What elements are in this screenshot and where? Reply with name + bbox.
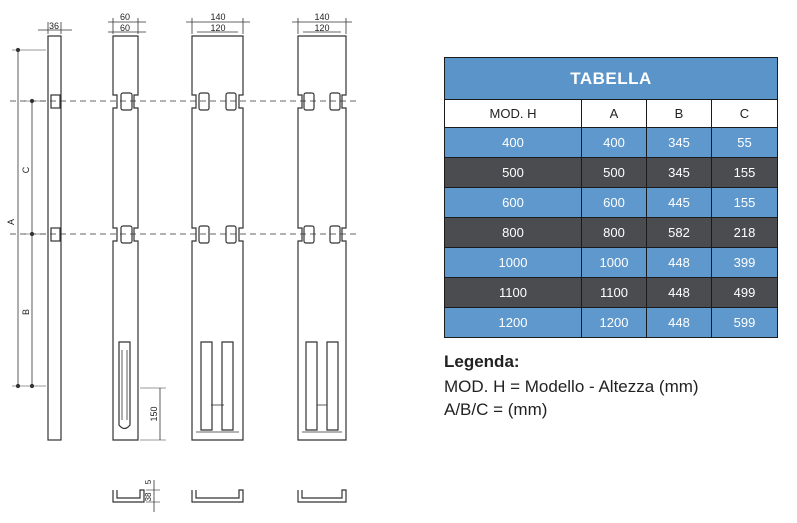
dim-section-small: 5	[144, 479, 153, 484]
front3-body	[297, 35, 347, 441]
cell-c: 218	[711, 217, 778, 248]
cell-b: 582	[646, 217, 712, 248]
dim-section-height: 38	[144, 492, 153, 501]
section-2	[191, 489, 244, 503]
cell-c: 55	[711, 127, 778, 158]
table-row: 600 600 445 155	[444, 187, 778, 218]
cell-b: 445	[646, 187, 712, 218]
cell-mod-h: 1200	[444, 307, 582, 338]
cell-mod-h: 800	[444, 217, 582, 248]
cell-a: 1000	[581, 247, 647, 278]
cell-mod-h: 500	[444, 157, 582, 188]
table-row: 800 800 582 218	[444, 217, 778, 248]
side-view-body	[47, 35, 62, 441]
front1-foot	[118, 341, 131, 430]
cell-a: 1100	[581, 277, 647, 308]
legend-line-model: MOD. H = Modello - Altezza (mm)	[444, 377, 699, 396]
dim-front3-top: 140	[314, 12, 329, 22]
cell-b: 345	[646, 127, 712, 158]
section-1	[112, 489, 145, 503]
dim-b-label: B	[21, 309, 31, 315]
spec-table-container: TABELLA MOD. H A B C 400 400 345 55 500 …	[444, 57, 778, 338]
table-header-row: MOD. H A B C	[444, 99, 778, 128]
table-row: 1100 1100 448 499	[444, 277, 778, 308]
table-title: TABELLA	[444, 57, 778, 100]
cell-c: 155	[711, 187, 778, 218]
cell-b: 448	[646, 247, 712, 278]
legend-title: Legenda:	[444, 352, 520, 371]
cell-b: 345	[646, 157, 712, 188]
table-row: 400 400 345 55	[444, 127, 778, 158]
dim-150-label: 150	[149, 406, 159, 421]
header-b: B	[646, 99, 712, 128]
front1-body	[112, 35, 139, 441]
cell-c: 155	[711, 157, 778, 188]
section-views	[112, 480, 347, 512]
cell-b: 448	[646, 277, 712, 308]
legend-line-units: A/B/C = (mm)	[444, 400, 548, 419]
dim-front1-top: 60	[120, 12, 130, 22]
dim-side-top: 36	[49, 21, 59, 31]
legend: Legenda: MOD. H = Modello - Altezza (mm)…	[444, 352, 699, 421]
cell-a: 1200	[581, 307, 647, 338]
side-slot-lower	[50, 227, 61, 242]
cell-b: 448	[646, 307, 712, 338]
cell-a: 400	[581, 127, 647, 158]
cell-mod-h: 600	[444, 187, 582, 218]
spec-table: TABELLA MOD. H A B C 400 400 345 55 500 …	[444, 57, 778, 338]
front1-hook-upper	[120, 92, 133, 111]
table-row: 500 500 345 155	[444, 157, 778, 188]
dim-c-label: C	[21, 166, 31, 173]
dim-front1-inner: 60	[120, 23, 130, 33]
section-3	[297, 489, 347, 503]
cell-a: 800	[581, 217, 647, 248]
front2-body	[191, 35, 244, 441]
side-slot-upper	[50, 94, 61, 109]
table-row: 1200 1200 448 599	[444, 307, 778, 338]
front1-hook-lower	[120, 225, 133, 244]
front-view-3	[292, 18, 352, 441]
front-view-1	[108, 18, 166, 441]
dim-a-label: A	[6, 219, 16, 225]
cell-a: 600	[581, 187, 647, 218]
cell-mod-h: 1100	[444, 277, 582, 308]
front-view-2	[186, 18, 250, 441]
table-row: 1000 1000 448 399	[444, 247, 778, 278]
technical-drawing: 36 60 60 140 120 140 120 A C B 150 5 38	[6, 12, 360, 512]
header-a: A	[581, 99, 647, 128]
cell-c: 599	[711, 307, 778, 338]
header-mod-h: MOD. H	[444, 99, 582, 128]
side-view	[12, 22, 72, 441]
dim-front2-top: 140	[210, 12, 225, 22]
cell-c: 499	[711, 277, 778, 308]
dim-front2-inner: 120	[210, 23, 225, 33]
dim-front3-inner: 120	[314, 23, 329, 33]
cell-c: 399	[711, 247, 778, 278]
header-c: C	[711, 99, 778, 128]
cell-mod-h: 1000	[444, 247, 582, 278]
cell-a: 500	[581, 157, 647, 188]
cell-mod-h: 400	[444, 127, 582, 158]
